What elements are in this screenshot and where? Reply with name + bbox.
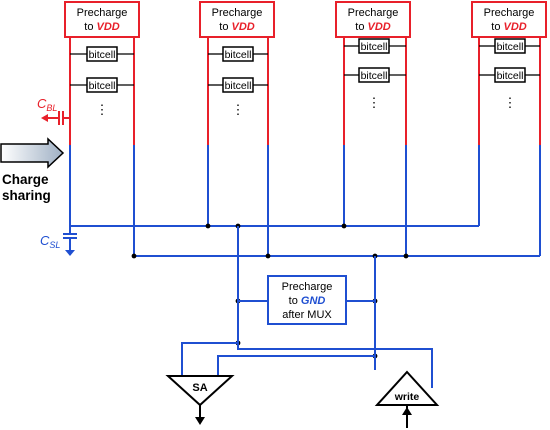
write-label: write	[394, 391, 420, 403]
precharge-vdd-box-3	[335, 1, 411, 38]
column-4: Precharge to VDD bitcell bitcell ⋮	[471, 1, 547, 256]
bitcell-label: bitcell	[89, 80, 116, 92]
bitcell-label: bitcell	[225, 80, 252, 92]
sa-input-line-bar	[217, 355, 375, 376]
write-driver	[374, 370, 440, 428]
precharge-gnd-target: to GND	[289, 295, 326, 307]
bitcell-label: bitcell	[361, 70, 388, 82]
charge-sharing-label-1: Charge	[2, 172, 49, 187]
precharge-vdd-box-2	[199, 1, 275, 38]
bitcell-label: bitcell	[497, 41, 524, 53]
cap-sl-label: CSL	[40, 233, 60, 250]
precharge-vdd-label-3: Precharge	[348, 7, 399, 19]
precharge-gnd-label: Precharge	[282, 281, 333, 293]
column-2: Precharge to VDD bitcell bitcell ⋮	[199, 1, 275, 256]
ellipsis: ⋮	[368, 95, 381, 110]
bitcell-1a	[86, 46, 118, 62]
ellipsis: ⋮	[232, 102, 245, 117]
bitline-capacitor	[41, 111, 70, 125]
bitcell-label: bitcell	[225, 49, 252, 61]
precharge-vdd-label-4: Precharge	[484, 7, 535, 19]
ellipsis: ⋮	[504, 95, 517, 110]
bitcell-4a	[494, 38, 526, 54]
precharge-gnd-box	[267, 275, 347, 325]
bitcell-label: bitcell	[361, 41, 388, 53]
sense-amplifier	[165, 375, 235, 425]
sharedline-capacitor	[63, 226, 77, 256]
sa-input-line	[181, 342, 238, 376]
precharge-vdd-label-1: Precharge	[77, 7, 128, 19]
column-3: Precharge to VDD bitcell bitcell ⋮	[335, 1, 411, 256]
precharge-vdd-box-4	[471, 1, 547, 38]
charge-sharing-label-2: sharing	[2, 188, 51, 203]
bitcell-4b	[494, 67, 526, 83]
bitcell-1b	[86, 77, 118, 93]
precharge-vdd-target-1: to VDD	[84, 21, 120, 33]
bitcell-label: bitcell	[497, 70, 524, 82]
precharge-vdd-box-1	[64, 1, 140, 38]
precharge-vdd-target-3: to VDD	[355, 21, 391, 33]
write-input-line	[237, 343, 433, 388]
bitcell-label: bitcell	[89, 49, 116, 61]
bitcell-2a	[222, 46, 254, 62]
precharge-vdd-target-4: to VDD	[491, 21, 527, 33]
arrow-up-icon	[402, 407, 412, 415]
precharge-gnd-note: after MUX	[282, 309, 332, 321]
cap-bl-label: CBL	[37, 96, 57, 113]
ellipsis: ⋮	[96, 102, 109, 117]
bitcell-3b	[358, 67, 390, 83]
sa-label: SA	[192, 382, 207, 394]
column-1: Precharge to VDD bitcell bitcell ⋮	[64, 1, 140, 256]
charge-sharing-arrow-icon	[0, 137, 65, 169]
precharge-vdd-label-2: Precharge	[212, 7, 263, 19]
bitcell-3a	[358, 38, 390, 54]
bitcell-2b	[222, 77, 254, 93]
precharge-vdd-target-2: to VDD	[219, 21, 255, 33]
arrow-down-icon	[195, 417, 205, 425]
